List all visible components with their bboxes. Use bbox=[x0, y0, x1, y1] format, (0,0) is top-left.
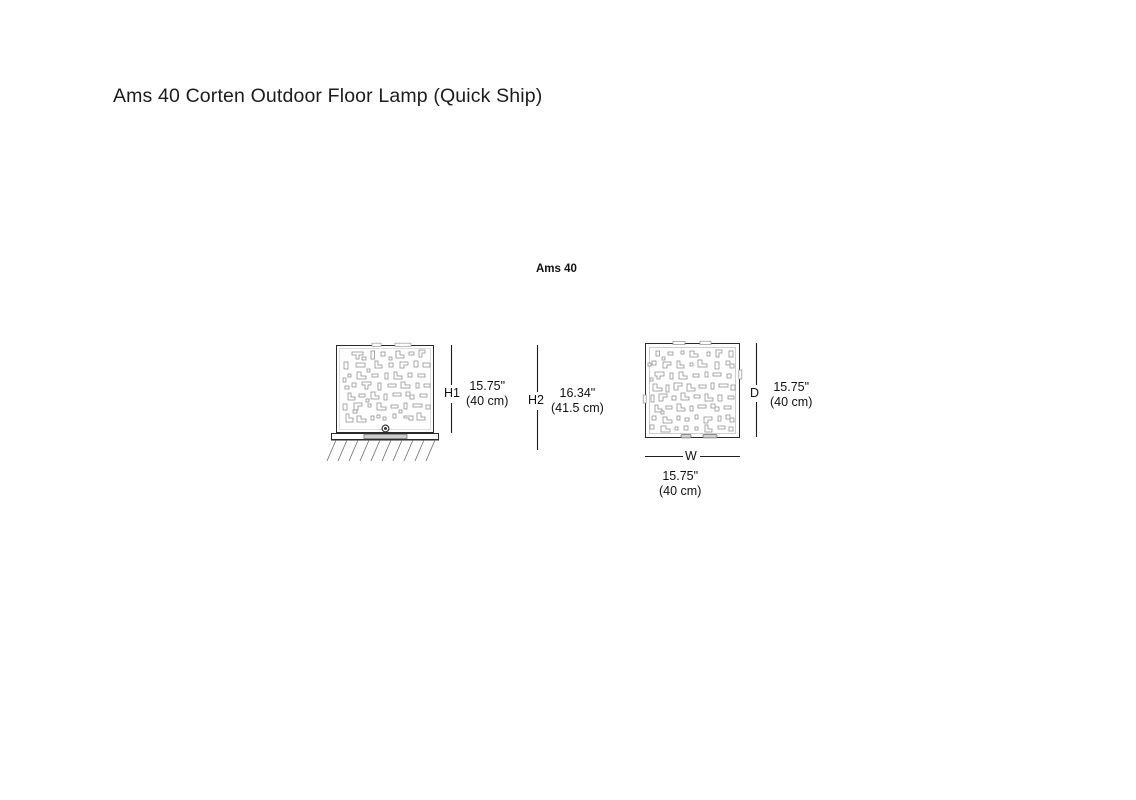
dimension-value-h2-inches: 16.34" bbox=[559, 386, 596, 400]
page-title: Ams 40 Corten Outdoor Floor Lamp (Quick … bbox=[113, 85, 543, 107]
dimension-value-w: 15.75" (40 cm) bbox=[659, 469, 701, 498]
plan-bottom-tabs bbox=[680, 434, 718, 439]
dimension-value-h2-metric: (41.5 cm) bbox=[551, 400, 604, 415]
front-top-edge-details bbox=[371, 342, 412, 347]
front-perforation-pattern bbox=[342, 349, 431, 423]
plan-top-tabs bbox=[672, 340, 712, 345]
dimension-label-h1: H1 bbox=[444, 386, 460, 400]
product-name-label: Ams 40 bbox=[536, 263, 577, 275]
front-elevation-view bbox=[326, 342, 439, 462]
plan-side-nubs bbox=[642, 369, 743, 404]
dimension-label-h2: H2 bbox=[528, 393, 544, 407]
front-base-center-block bbox=[363, 433, 408, 440]
plan-inner-border bbox=[649, 347, 736, 434]
dimension-label-d: D bbox=[750, 386, 760, 400]
dimension-value-d-metric: (40 cm) bbox=[770, 394, 813, 409]
dimension-label-w: W bbox=[685, 449, 697, 463]
dimension-value-h1-inches: 15.75" bbox=[469, 379, 506, 393]
dimension-value-w-metric: (40 cm) bbox=[659, 483, 702, 498]
dimension-value-w-inches: 15.75" bbox=[662, 469, 699, 483]
front-switch-center bbox=[384, 427, 387, 430]
dimension-value-h1-metric: (40 cm) bbox=[466, 393, 509, 408]
dimension-value-h2: 16.34" (41.5 cm) bbox=[551, 386, 604, 415]
plan-perforation-pattern bbox=[647, 349, 736, 433]
dimension-value-d: 15.75" (40 cm) bbox=[770, 380, 812, 409]
ground-hatching bbox=[326, 439, 436, 462]
plan-view bbox=[642, 340, 743, 439]
dimension-value-d-inches: 15.75" bbox=[773, 380, 810, 394]
dimension-value-h1: 15.75" (40 cm) bbox=[466, 379, 508, 408]
